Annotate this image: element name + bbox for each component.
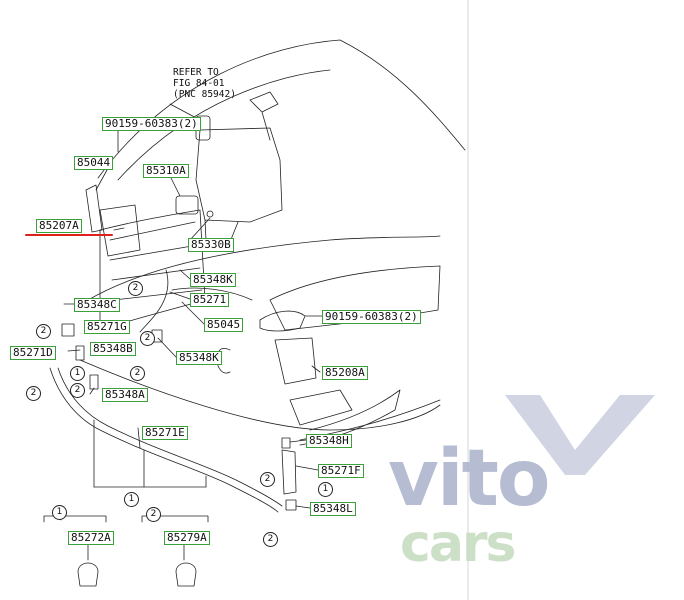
callout-circle: 1 xyxy=(70,366,85,381)
part-label: 85272A xyxy=(68,531,114,545)
callout-circle: 2 xyxy=(260,472,275,487)
part-label: 85348A xyxy=(102,388,148,402)
part-label: 90159-60383(2) xyxy=(322,310,421,324)
part-label: 85044 xyxy=(74,156,114,170)
part-label: 85271D xyxy=(10,346,56,360)
part-label: 85348H xyxy=(306,434,352,448)
watermark-line2: cars xyxy=(400,514,517,574)
washer-motor xyxy=(175,195,199,215)
headlamp-washer-cover xyxy=(259,310,306,332)
hose-a xyxy=(139,269,169,333)
reference-note: REFER TO FIG 84-01 (PNC 85942) xyxy=(173,67,236,100)
headlamp xyxy=(269,265,441,331)
washer-tank xyxy=(195,127,283,223)
part-label: 85208A xyxy=(322,366,368,380)
part-label: 85279A xyxy=(164,531,210,545)
part-label: 85045 xyxy=(204,318,244,332)
callout-circle: 2 xyxy=(26,386,41,401)
callout-circle: 2 xyxy=(36,324,51,339)
part-label: 85348C xyxy=(74,298,120,312)
washer-actuator-right xyxy=(274,337,317,385)
fog-lamp-recess xyxy=(289,389,353,426)
callout-circle: 2 xyxy=(263,532,278,547)
part-label: 85330B xyxy=(188,238,234,252)
watermark-v-logo xyxy=(505,395,655,475)
callout-circle: 2 xyxy=(130,366,145,381)
hood-edge xyxy=(97,39,466,179)
clamp-85272a xyxy=(77,562,99,587)
bumper-lower xyxy=(79,359,441,431)
part-label: 85348K xyxy=(176,351,222,365)
washer-actuator-left xyxy=(99,204,141,257)
part-label: 90159-60383(2) xyxy=(102,117,201,131)
part-label: 85271G xyxy=(84,320,130,334)
part-label: 85348K xyxy=(190,273,236,287)
callout-circle: 1 xyxy=(318,482,333,497)
bumper-top xyxy=(87,235,441,301)
hose-main xyxy=(49,367,279,513)
callout-circle: 2 xyxy=(128,281,143,296)
clamp-85279a xyxy=(175,562,197,587)
part-label: 85207A xyxy=(36,219,82,233)
callout-circle: 2 xyxy=(140,331,155,346)
part-label: 85310A xyxy=(143,164,189,178)
callout-circle: 1 xyxy=(124,492,139,507)
part-label: 85348B xyxy=(90,342,136,356)
hose-f xyxy=(281,449,297,495)
watermark-line1: vito xyxy=(388,434,550,524)
part-label: 85271E xyxy=(142,426,188,440)
callout-circle: 2 xyxy=(70,383,85,398)
callout-circle: 2 xyxy=(146,507,161,522)
grille xyxy=(99,209,206,331)
part-label: 85271F xyxy=(318,464,364,478)
callout-circle: 1 xyxy=(52,505,67,520)
part-label: 85348L xyxy=(310,502,356,516)
part-label: 85271 xyxy=(190,293,230,307)
